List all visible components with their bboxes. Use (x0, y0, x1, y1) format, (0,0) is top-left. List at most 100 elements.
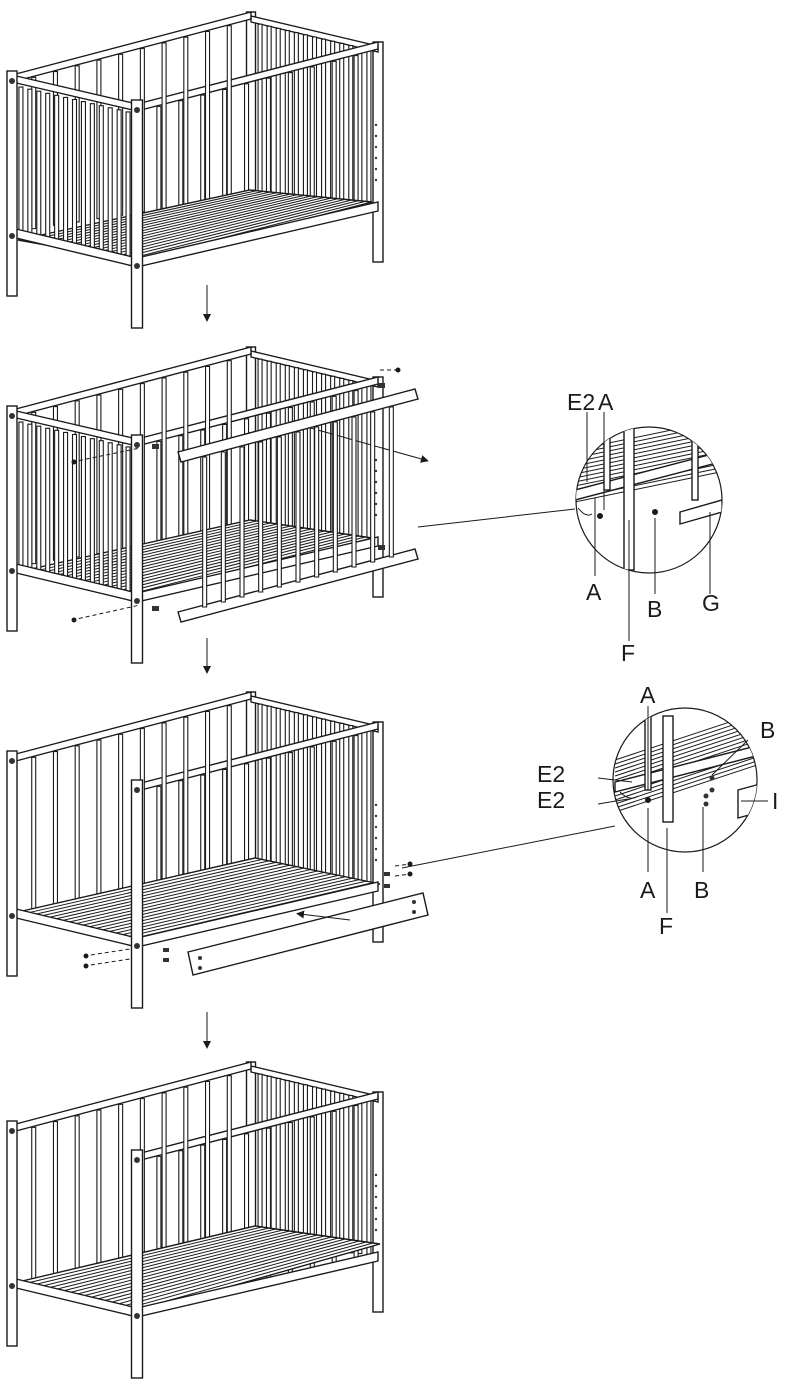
step-2-hardware (71, 367, 429, 623)
front-left-post (6, 405, 18, 632)
end-slat (74, 1115, 80, 1273)
side-panel-slat (351, 416, 357, 568)
detail-view-2: A B E2 E2 I A B F (401, 682, 778, 939)
bolt-head (9, 413, 15, 419)
front-slat (98, 105, 104, 252)
front-slat (45, 92, 51, 240)
detail-slat (614, 727, 757, 777)
base-slat (105, 1238, 346, 1305)
front-slat (63, 431, 69, 579)
front-slat (89, 438, 95, 585)
height-hole (374, 1173, 378, 1177)
back-right-post (372, 41, 384, 263)
crib-step-4 (6, 1061, 384, 1379)
front-left-post (6, 1120, 18, 1347)
back-slat (293, 1082, 299, 1250)
base-slat (85, 871, 325, 929)
back-slat (302, 1084, 308, 1250)
back-slat (348, 45, 354, 204)
side-panel-slat (370, 411, 376, 563)
front-slat (125, 446, 131, 594)
back-slat (366, 729, 372, 885)
front-slat (54, 94, 60, 242)
back-slat (275, 27, 281, 198)
front-left-post (6, 750, 18, 977)
base-slat (58, 866, 297, 922)
end-slat (96, 739, 102, 900)
detail-bolt (652, 509, 658, 515)
front-slat (116, 444, 122, 592)
front-slat (107, 107, 113, 255)
end-slat (226, 1075, 232, 1249)
end-slat (161, 377, 167, 545)
height-hole (374, 825, 378, 829)
end-slat (161, 722, 167, 890)
height-hole (374, 1184, 378, 1188)
front-slat (89, 103, 95, 250)
height-hole (374, 469, 378, 473)
back-slat (293, 712, 299, 880)
front-slat (80, 101, 86, 248)
detail-slat (614, 759, 757, 809)
bolt-head (134, 787, 140, 793)
back-slat (275, 707, 281, 878)
detail-dowel (709, 775, 715, 781)
base-slat (51, 1230, 290, 1291)
front-slat (63, 96, 69, 244)
detail-post (603, 427, 611, 491)
back-slat (302, 369, 308, 535)
back-slat (275, 1077, 281, 1248)
front-slat (27, 423, 33, 570)
end-slat (161, 1092, 167, 1260)
height-hole (374, 513, 378, 517)
side-panel-slat (295, 431, 301, 583)
end-slat (204, 1080, 211, 1253)
base-slat (72, 1233, 311, 1296)
height-hole (374, 134, 378, 138)
step-3-hardware (83, 861, 413, 969)
side-panel-slat (314, 426, 320, 578)
end-top-rail (11, 11, 252, 83)
detail-post (691, 429, 699, 501)
back-slat (366, 49, 372, 205)
base-slat (44, 1229, 283, 1290)
crib-step-3 (6, 691, 384, 1009)
detail-slat (614, 763, 757, 813)
back-slat (339, 42, 345, 203)
end-slat (52, 1120, 59, 1276)
bolt-head (134, 598, 140, 604)
bolt-head (9, 913, 15, 919)
height-hole (374, 480, 378, 484)
crib-step-1 (6, 11, 384, 329)
front-slat (54, 429, 60, 577)
bolt-head (9, 1283, 15, 1289)
front-right-post (130, 434, 144, 664)
height-hole (374, 847, 378, 851)
height-hole (374, 836, 378, 840)
end-slat (118, 733, 124, 896)
end-slat (118, 1103, 124, 1266)
back-top-rail (250, 15, 379, 53)
end-slat (31, 756, 37, 910)
detail-key (577, 507, 593, 516)
detail-1-leader (417, 508, 576, 528)
bolt-head (9, 568, 15, 574)
front-slat (27, 88, 33, 235)
base-slat (112, 533, 346, 593)
detail-slat (614, 723, 757, 773)
detail-view-1: E2 A A B G F (417, 389, 723, 666)
back-slat (302, 34, 308, 200)
height-hole (374, 1217, 378, 1221)
end-slat (353, 55, 359, 211)
bolt-head (134, 107, 140, 113)
detail-1-label-g: G (702, 590, 720, 616)
detail-2-label-a-top: A (640, 682, 656, 708)
detail-2-label-f: F (659, 913, 673, 939)
base-slat (31, 190, 264, 243)
base-slat (126, 880, 367, 938)
back-slat (366, 1099, 372, 1255)
back-slat (339, 1092, 345, 1253)
height-hole (374, 502, 378, 506)
height-hole (374, 458, 378, 462)
